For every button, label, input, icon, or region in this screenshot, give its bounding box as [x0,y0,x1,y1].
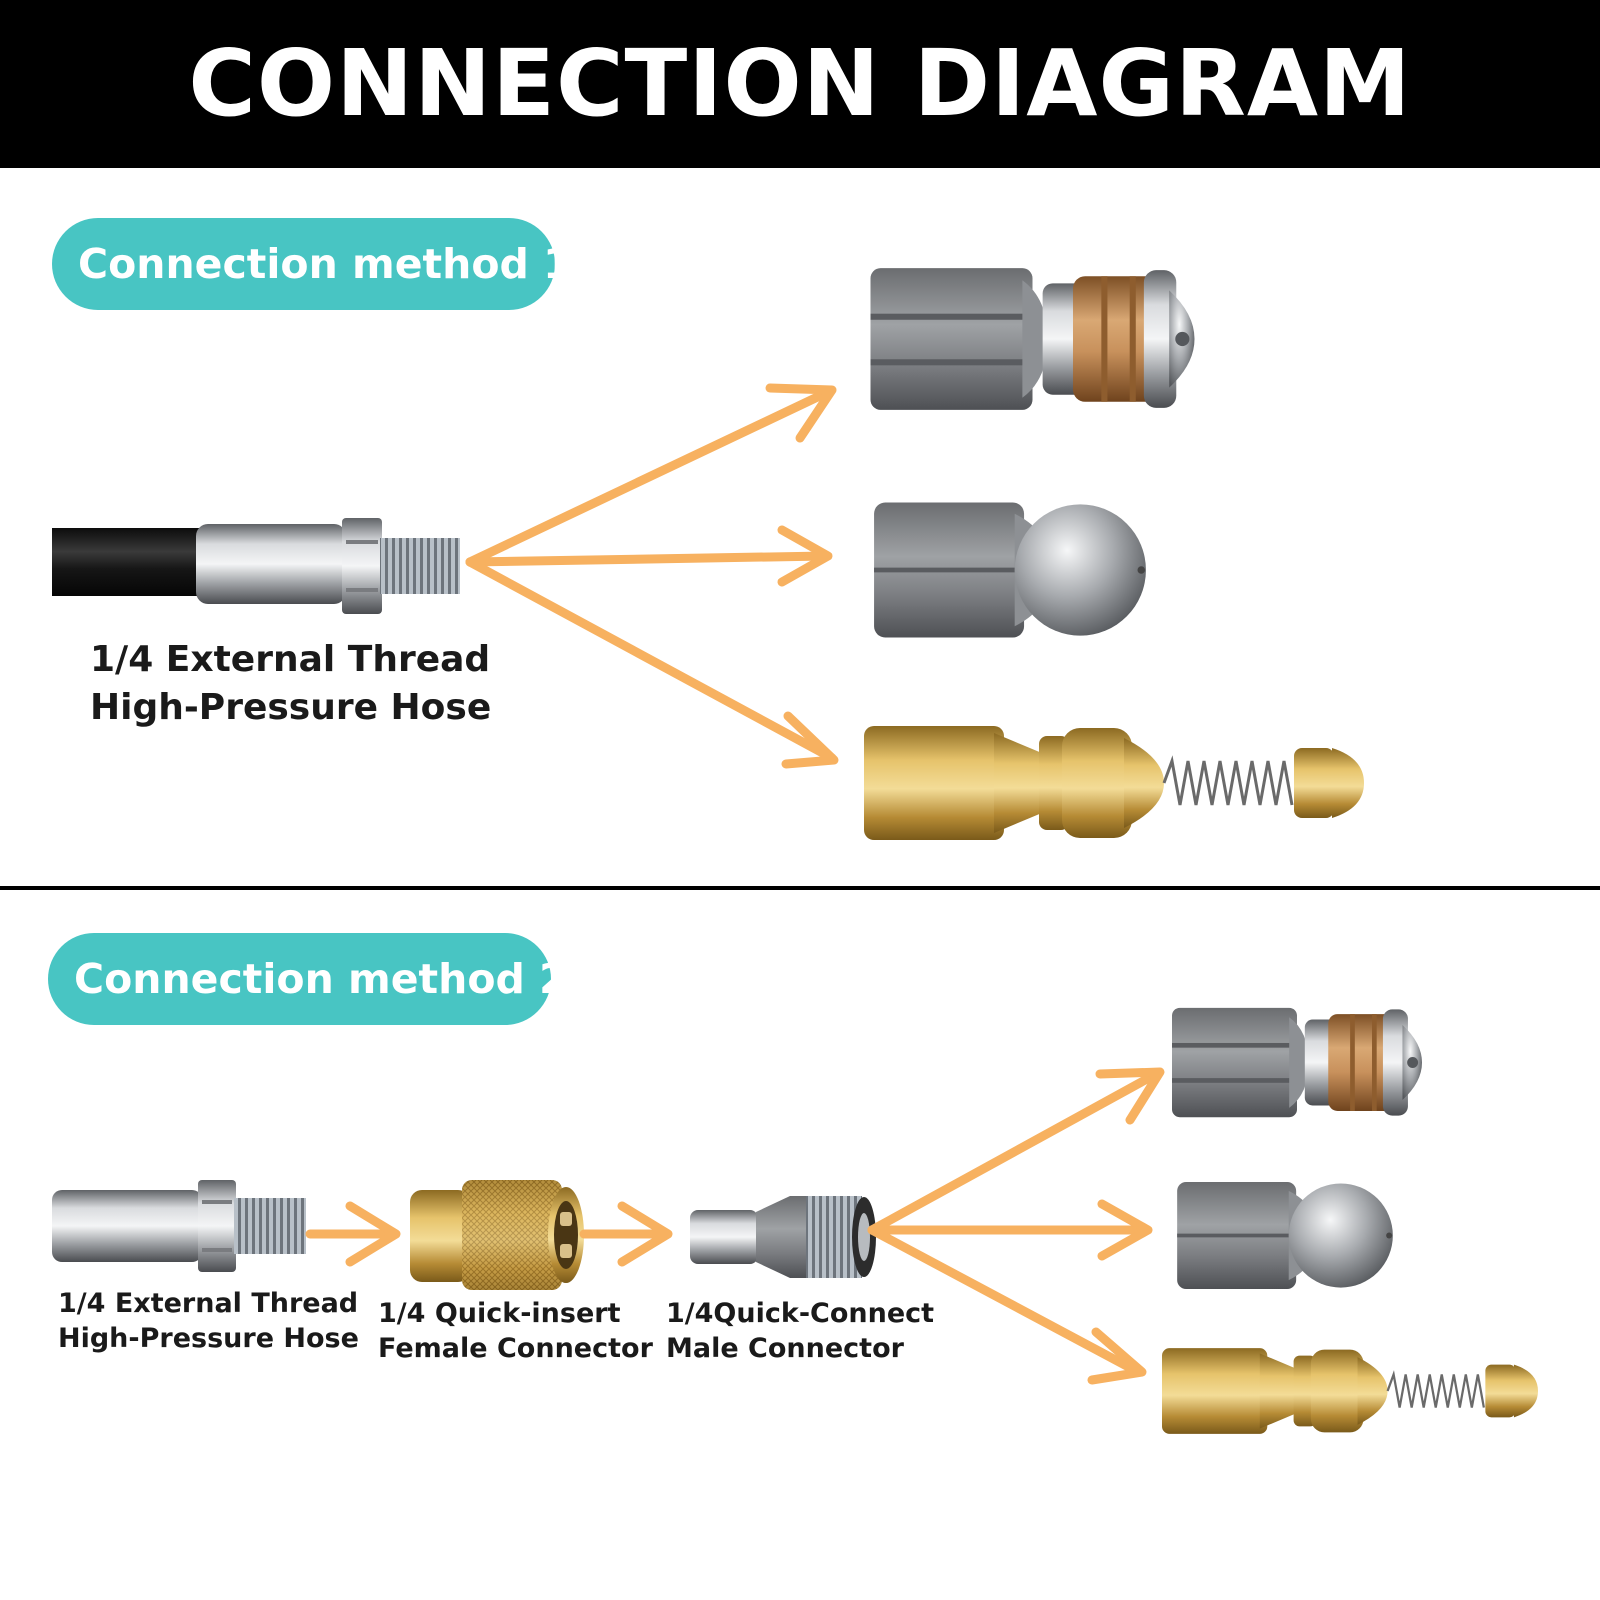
hose-label-line-1: 1/4 External Thread [58,1288,359,1319]
male-label-line-2: Male Connector [666,1333,904,1364]
hose-label-method-1: 1/4 External Thread High-Pressure Hose [90,636,491,732]
hose-label-line-1: 1/4 External Thread [90,639,491,680]
round-button-nozzle-2 [1175,1179,1395,1292]
rotating-nozzle-copper-band [870,268,1195,410]
brass-spring-nozzle-2 [1162,1347,1538,1435]
female-connector-label: 1/4 Quick-insert Female Connector [378,1296,653,1366]
rotating-nozzle-copper-band-2 [1172,1007,1422,1118]
hose-assembly-method-2 [52,1180,306,1272]
method-1-badge: Connection method 1 [52,218,572,310]
female-label-line-1: 1/4 Quick-insert [378,1298,621,1329]
page-title: CONNECTION DIAGRAM [188,30,1412,137]
header-bar [0,0,1600,168]
hose-label-line-2: High-Pressure Hose [90,687,492,728]
male-connector-label: 1/4Quick-Connect Male Connector [666,1296,934,1366]
method-2-badge: Connection method 2 [48,933,568,1025]
hose-label-method-2: 1/4 External Thread High-Pressure Hose [58,1286,359,1356]
female-connector [410,1180,584,1290]
male-connector [690,1196,876,1278]
hose-assembly-method-1 [52,518,460,614]
arrows-method-2 [305,1067,1165,1385]
brass-spring-nozzle [864,724,1364,842]
female-label-line-2: Female Connector [378,1333,653,1364]
arrows-method-1 [465,383,839,769]
section-divider [0,886,1600,890]
male-label-line-1: 1/4Quick-Connect [666,1298,935,1329]
round-button-nozzle [874,503,1146,638]
hose-label-line-2: High-Pressure Hose [58,1323,359,1354]
